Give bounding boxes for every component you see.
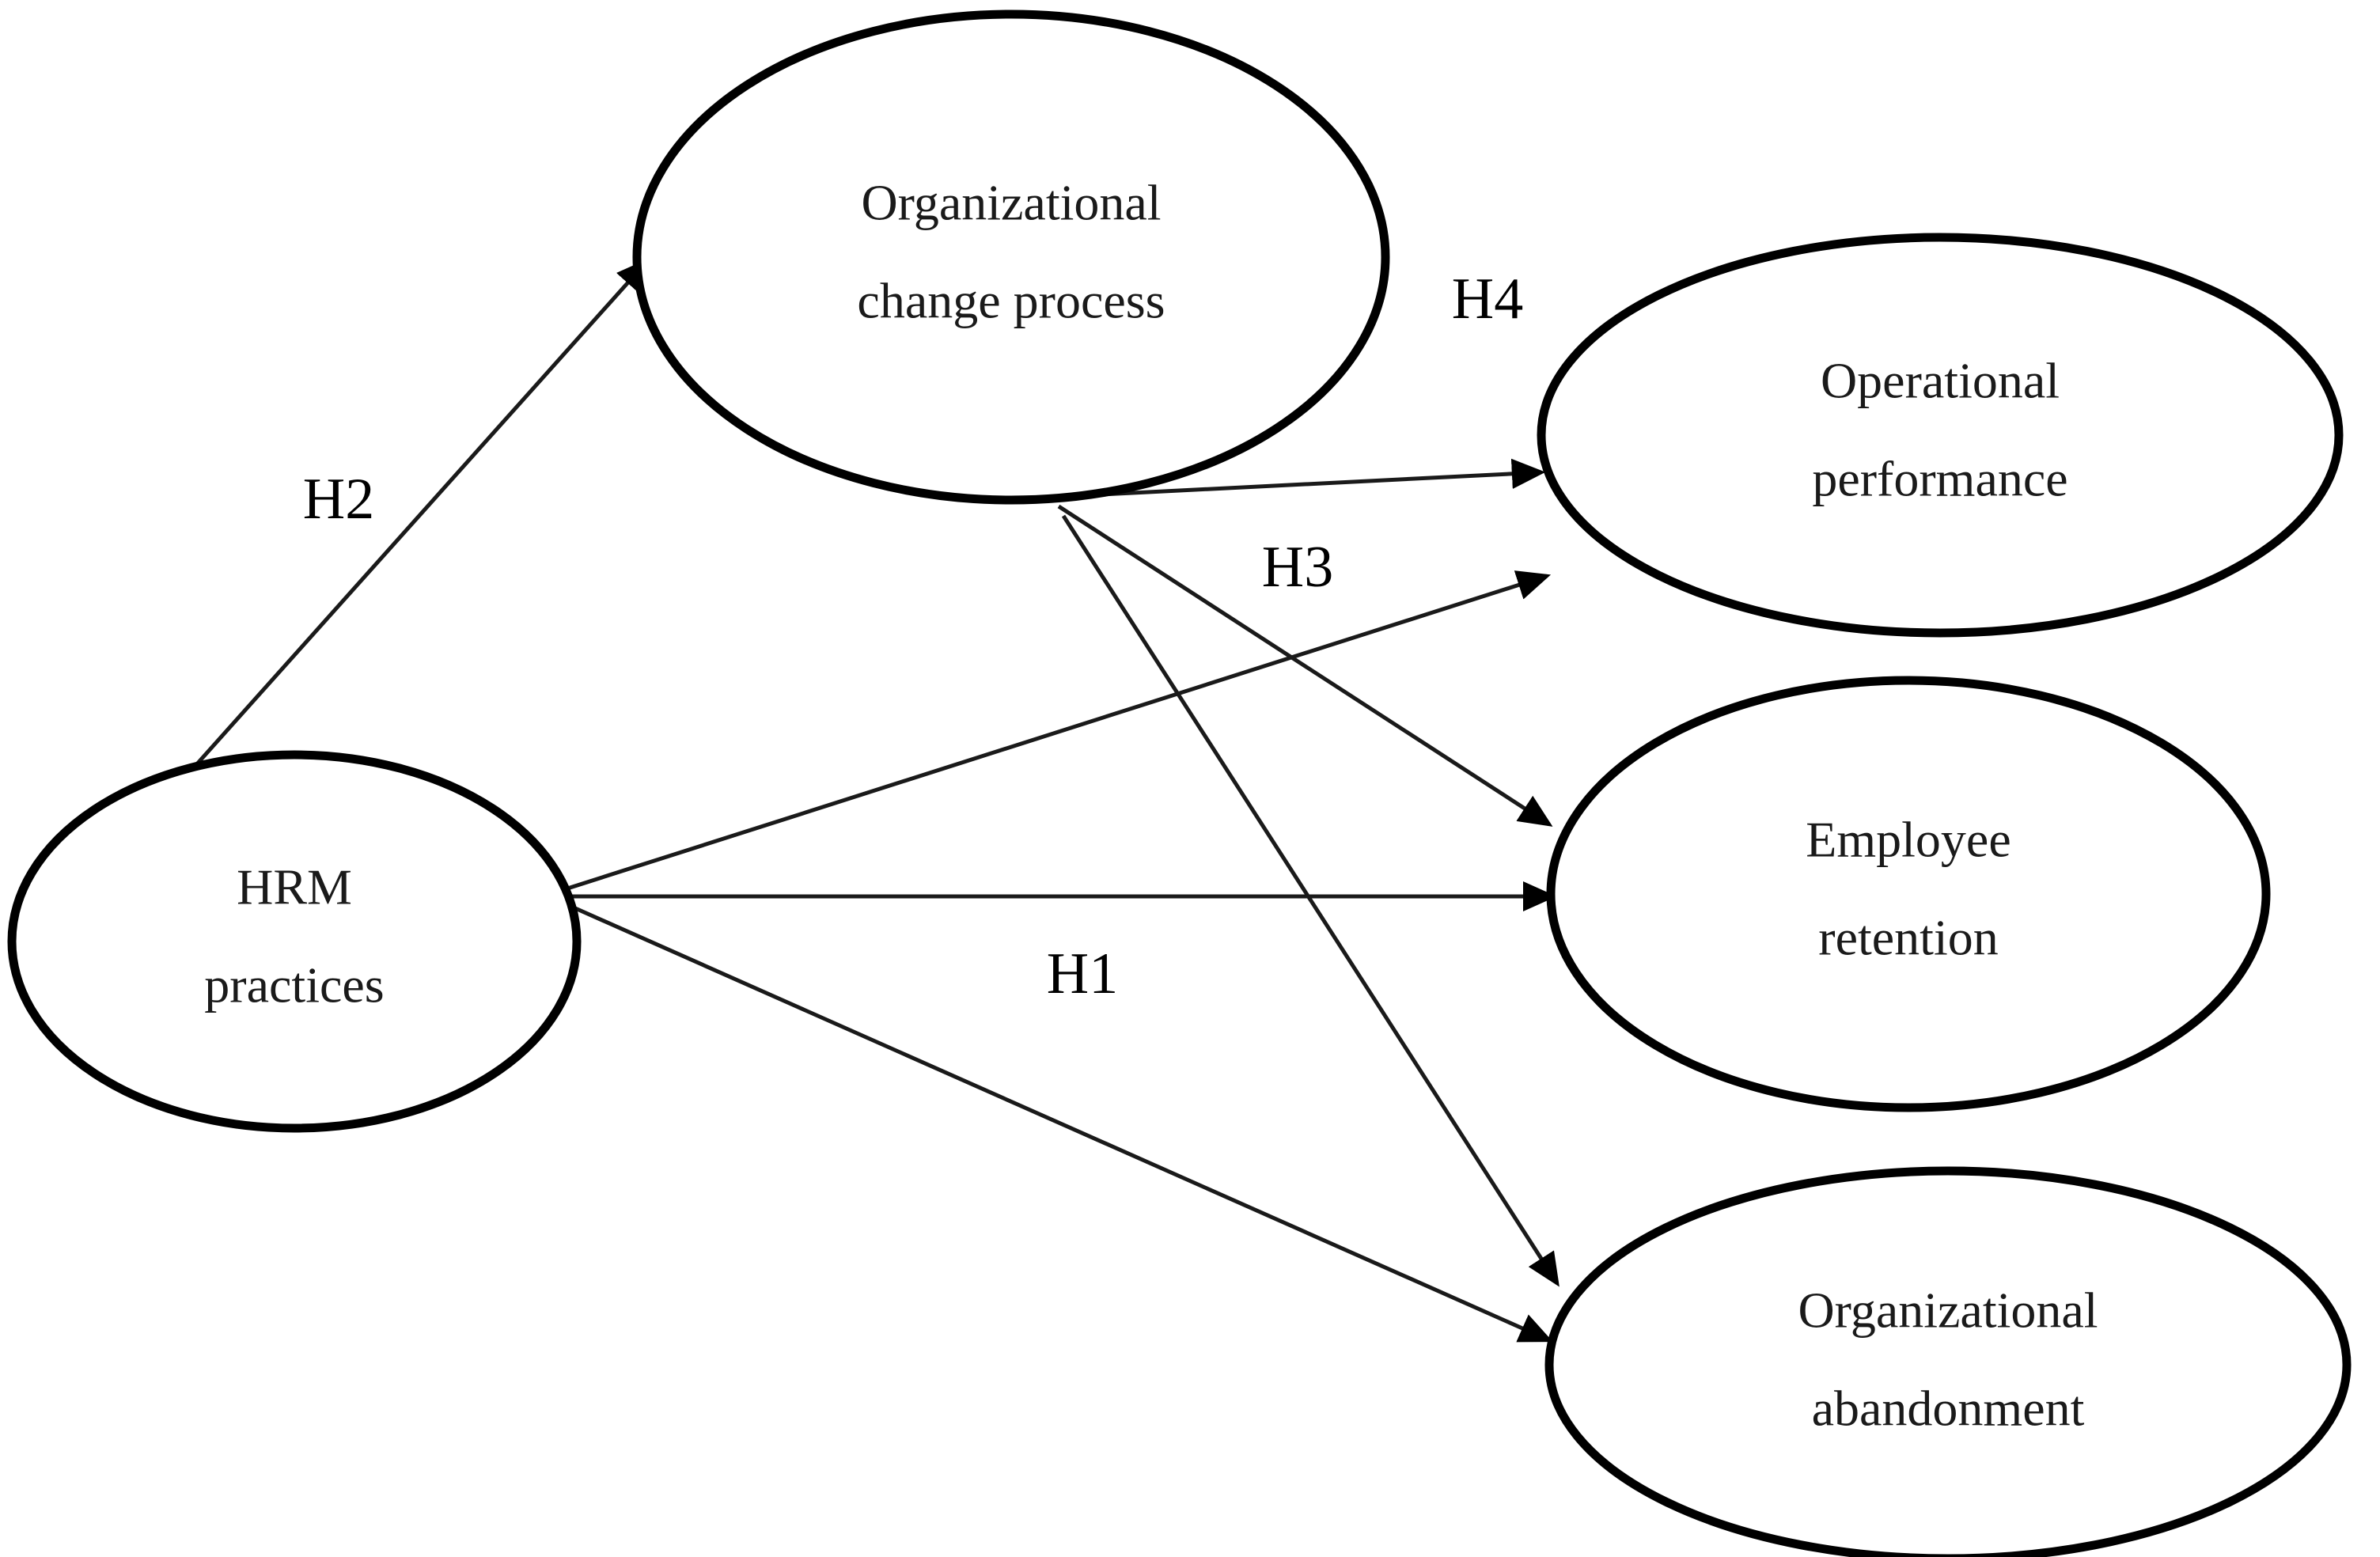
hypothesis-label-h2: H2 xyxy=(303,467,374,532)
hypothesis-label-layer: H1 H2 H3 H4 xyxy=(303,267,1523,1006)
edge-hrm-to-organizational-change-process[interactable] xyxy=(192,258,650,769)
node-label-organizational-abandonment-line2: abandonment xyxy=(1812,1381,2085,1437)
node-employee-retention[interactable]: Employee retention xyxy=(1546,676,2271,1112)
edge-layer xyxy=(192,258,1560,1343)
node-label-operational-performance-line2: performance xyxy=(1812,451,2067,507)
node-label-organizational-abandonment-line1: Organizational xyxy=(1798,1282,2098,1339)
node-hrm-practices[interactable]: HRM practices xyxy=(7,750,582,1133)
node-shape-organizational-abandonment[interactable] xyxy=(1544,1166,2352,1557)
node-label-organizational-change-process-line1: Organizational xyxy=(861,175,1161,231)
node-label-employee-retention-line2: retention xyxy=(1818,910,1998,966)
hypothesis-label-h1: H1 xyxy=(1047,941,1118,1006)
node-label-organizational-change-process-line2: change process xyxy=(857,273,1165,329)
node-label-hrm-practices-line1: HRM xyxy=(237,859,352,915)
node-organizational-abandonment[interactable]: Organizational abandonment xyxy=(1544,1166,2352,1557)
node-shape-hrm-practices[interactable] xyxy=(7,750,582,1133)
node-organizational-change-process[interactable]: Organizational change process xyxy=(632,9,1390,505)
edge-organizational-change-process-to-employee-retention[interactable] xyxy=(1057,504,1553,827)
node-layer: HRM practices Organizational change proc… xyxy=(7,9,2352,1557)
edge-hrm-to-organizational-abandonment[interactable] xyxy=(567,903,1553,1343)
edge-hrm-to-operational-performance[interactable] xyxy=(564,570,1552,892)
edge-organizational-change-process-to-operational-performance[interactable] xyxy=(1053,458,1546,499)
node-shape-operational-performance[interactable] xyxy=(1537,233,2344,638)
edge-organizational-change-process-to-organizational-abandonment[interactable] xyxy=(1061,514,1560,1287)
node-shape-organizational-change-process[interactable] xyxy=(632,9,1390,505)
node-shape-employee-retention[interactable] xyxy=(1546,676,2271,1112)
node-label-employee-retention-line1: Employee xyxy=(1806,812,2010,868)
hypothesis-label-h4: H4 xyxy=(1452,267,1523,331)
hypothesis-label-h3: H3 xyxy=(1262,535,1333,600)
node-operational-performance[interactable]: Operational performance xyxy=(1537,233,2344,638)
node-label-hrm-practices-line2: practices xyxy=(204,957,384,1013)
node-label-operational-performance-line1: Operational xyxy=(1821,353,2060,409)
